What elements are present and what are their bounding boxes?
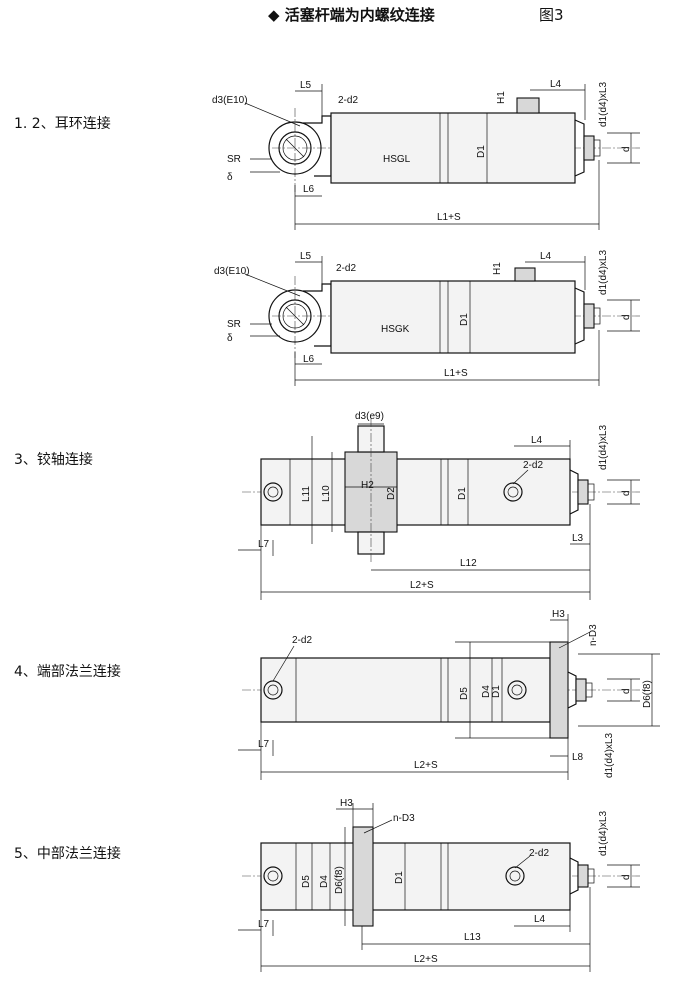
dim-d5: D5: [459, 687, 470, 700]
dim-d4: D4: [481, 685, 492, 698]
dim-d: d: [621, 490, 632, 496]
drawing-trunnion: d3(e9) L4 d1(d4)xL3 2-d2 L11 L10 H2 D2 D…: [238, 411, 640, 600]
section-label-end-flange: 4、端部法兰连接: [14, 664, 121, 680]
dim-l10: L10: [321, 485, 332, 502]
drawing-hsgk: d3(E10) L5 2-d2 H1 L4 d1(d4)xL3 SR δ HSG…: [214, 250, 640, 386]
dim-l6: L6: [303, 184, 315, 195]
dim-h1: H1: [496, 91, 507, 104]
section-label-eye: 1. 2、耳环连接: [14, 116, 111, 132]
dim-d4: D4: [319, 875, 330, 888]
dim-d6-f8: D6(f8): [334, 866, 345, 894]
dim-l3: L3: [572, 533, 584, 544]
dim-l4: L4: [550, 79, 562, 90]
drawing-end-flange: 2-d2 H3 n-D3 D5 D4 D1 d D6(f8) d1(d4)xL3…: [238, 609, 660, 780]
dim-D1: D1: [459, 313, 470, 326]
dim-2-d2: 2-d2: [529, 848, 549, 859]
dim-h1: H1: [492, 262, 503, 275]
dim-l13: L13: [464, 932, 481, 943]
dim-d1-d4-l3: d1(d4)xL3: [604, 733, 615, 778]
dim-d1-d4-l3: d1(d4)xL3: [598, 811, 609, 856]
label-hsgl: HSGL: [383, 154, 411, 165]
dim-l6: L6: [303, 354, 315, 365]
dim-l4: L4: [534, 914, 546, 925]
dim-n-d3: n-D3: [393, 813, 415, 824]
dim-delta: δ: [227, 172, 233, 183]
dim-h3: H3: [552, 609, 565, 620]
dim-sr: SR: [227, 319, 241, 330]
dim-D1: D1: [457, 487, 468, 500]
dim-l2-s: L2+S: [414, 760, 438, 771]
dim-d: d: [621, 146, 632, 152]
dim-D1: D1: [476, 145, 487, 158]
dim-l4: L4: [540, 251, 552, 262]
dim-l5: L5: [300, 80, 312, 91]
dim-d3-e10: d3(E10): [212, 95, 248, 106]
dim-l5: L5: [300, 251, 312, 262]
figure-number: 图3: [539, 6, 564, 24]
dim-l7: L7: [258, 539, 270, 550]
drawing-mid-flange: H3 n-D3 D5 D4 D6(f8) D1 2-d2 d1(d4)xL3 d…: [238, 798, 640, 972]
dim-l7: L7: [258, 739, 270, 750]
dim-d3-e10: d3(E10): [214, 266, 250, 277]
dim-l2-s: L2+S: [410, 580, 434, 591]
dim-d: d: [621, 688, 632, 694]
dim-l4: L4: [531, 435, 543, 446]
dim-l7: L7: [258, 919, 270, 930]
dim-sr: SR: [227, 154, 241, 165]
dim-l12: L12: [460, 558, 477, 569]
dim-h3: H3: [340, 798, 353, 809]
label-hsgk: HSGK: [381, 324, 410, 335]
dim-d6-f8: D6(f8): [642, 680, 653, 708]
dim-d1-d4-l3: d1(d4)xL3: [598, 250, 609, 295]
dim-D1: D1: [491, 685, 502, 698]
dim-n-d3: n-D3: [588, 624, 599, 646]
dim-l11: L11: [301, 486, 312, 502]
dim-d5: D5: [301, 875, 312, 888]
section-label-mid-flange: 5、中部法兰连接: [14, 846, 121, 862]
drawing-hsgl: d3(E10) L5 2-d2 H1 L4 d1(d4)xL3 SR δ HSG…: [212, 79, 640, 230]
dim-D2: D2: [386, 487, 397, 500]
section-label-trunnion: 3、铰轴连接: [14, 452, 93, 468]
dim-l1-s: L1+S: [437, 212, 461, 223]
dim-l2-s: L2+S: [414, 954, 438, 965]
dim-l1-s: L1+S: [444, 368, 468, 379]
dim-2-d2: 2-d2: [292, 635, 312, 646]
dim-d: d: [621, 874, 632, 880]
dim-d: d: [621, 314, 632, 320]
dim-2-d2: 2-d2: [336, 263, 356, 274]
dim-d1-d4-l3: d1(d4)xL3: [598, 425, 609, 470]
dim-delta: δ: [227, 333, 233, 344]
dim-d1-d4-l3: d1(d4)xL3: [598, 82, 609, 127]
dim-d3-e9: d3(e9): [355, 411, 384, 422]
dim-2-d2: 2-d2: [523, 460, 543, 471]
page-title: ◆ 活塞杆端为内螺纹连接: [268, 6, 435, 24]
dim-2-d2: 2-d2: [338, 95, 358, 106]
dim-D1: D1: [394, 871, 405, 884]
dim-h2: H2: [361, 480, 374, 491]
dim-l8: L8: [572, 752, 584, 763]
